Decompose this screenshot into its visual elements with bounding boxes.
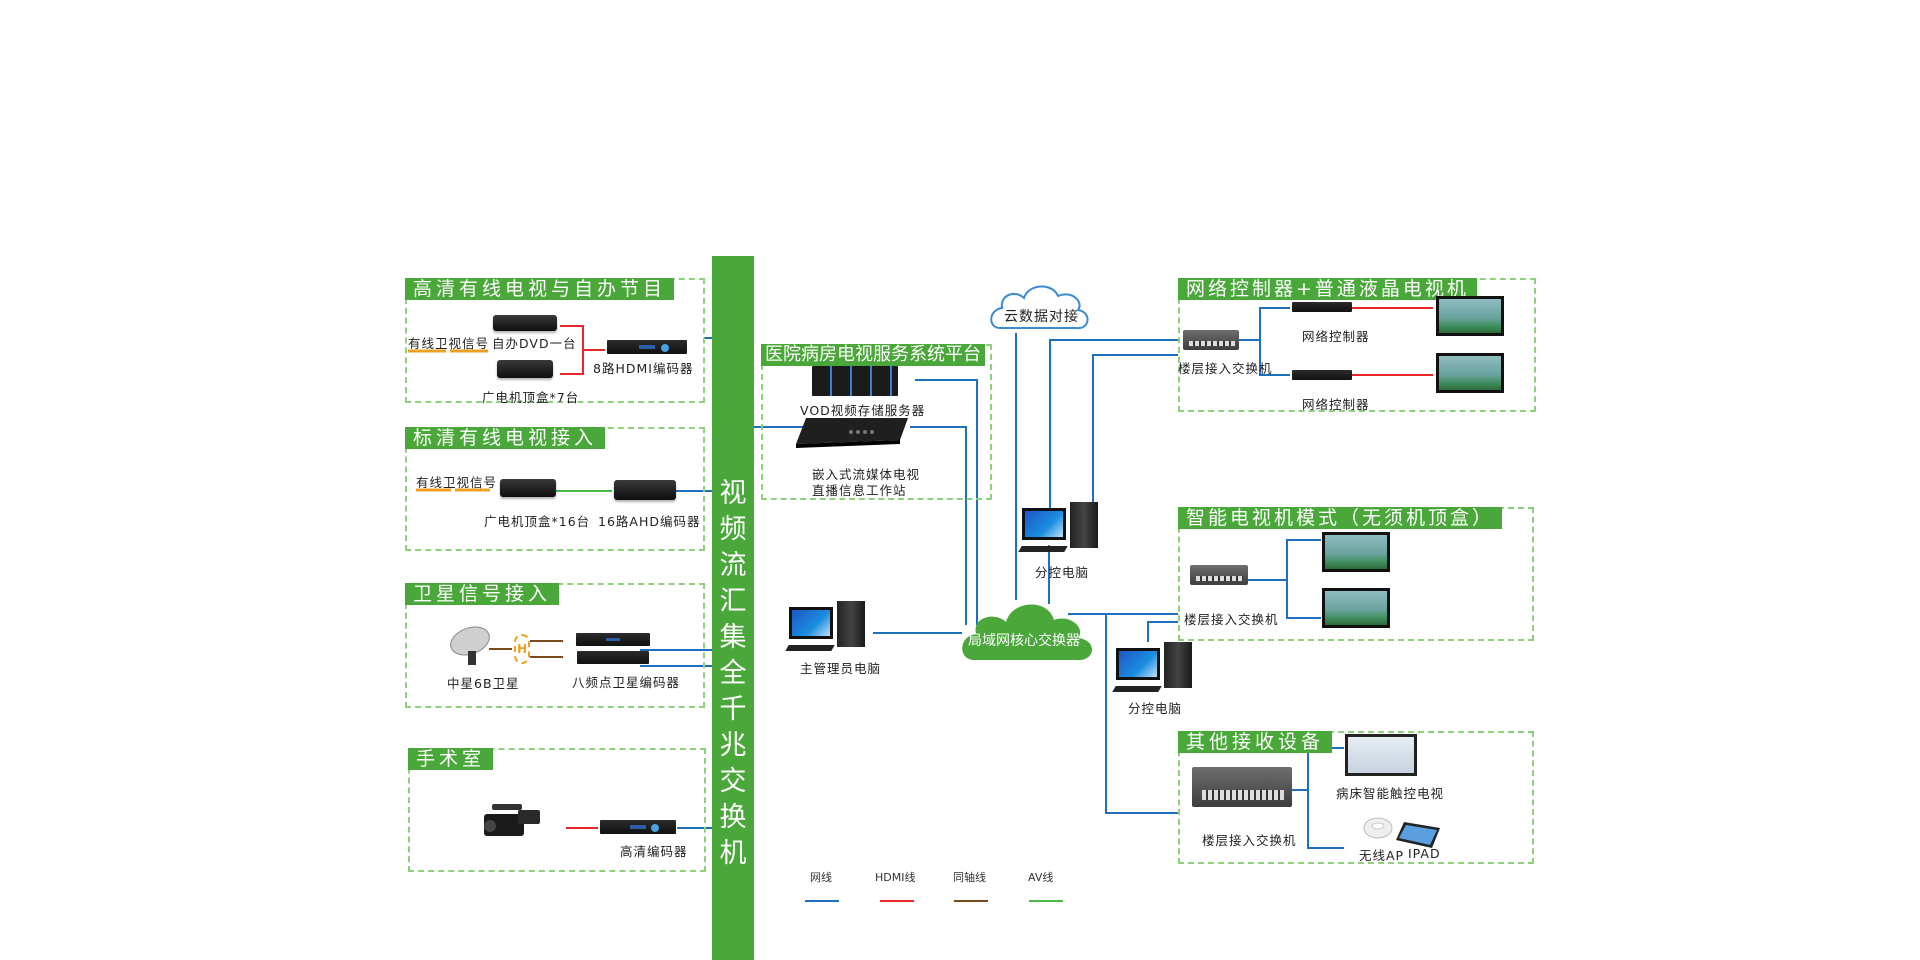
floor-switch-label: 楼层接入交换机: [1184, 612, 1279, 627]
set-top-box-icon: [497, 360, 553, 378]
net-line-sub2: [1147, 621, 1178, 642]
workstation-label-1: 嵌入式流媒体电视: [812, 467, 921, 482]
legend-line-hdmi: [880, 900, 914, 902]
hdmi-encoder-label: 8路HDMI编码器: [593, 361, 694, 376]
net-line-workstation: [910, 426, 967, 625]
sub-computer-label: 分控电脑: [1035, 565, 1090, 580]
rack-encoder-icon: [607, 340, 687, 354]
legend-line-av: [1029, 900, 1063, 902]
hd-encoder-label: 高清编码器: [620, 844, 688, 859]
floor-switch-icon: [1183, 330, 1239, 350]
group-title: 网络控制器+普通液晶电视机: [1178, 278, 1477, 300]
admin-computer-icon: [783, 601, 873, 655]
group-title: 智能电视机模式（无须机顶盒）: [1178, 507, 1503, 529]
cloud-icon: [990, 285, 1089, 330]
ahd-encoder-icon: [614, 480, 676, 500]
group-title: 手术室: [408, 748, 494, 770]
dvd-label: 自办DVD一台: [492, 336, 577, 351]
stb-label: 广电机顶盒*16台: [484, 514, 591, 529]
group-title: 卫星信号接入: [405, 583, 560, 605]
net-line-right3: [1105, 614, 1178, 814]
signal-label: 有线卫视信号: [416, 475, 498, 490]
wireless-ap-label: 无线AP: [1359, 848, 1405, 863]
rack-encoder-icon: [576, 633, 650, 646]
streaming-workstation-icon: [796, 418, 908, 448]
tablet-icon: [1396, 822, 1440, 848]
floor-switch-icon: [1192, 767, 1292, 807]
sub-computer-label: 分控电脑: [1128, 701, 1183, 716]
workstation-label-2: 直播信息工作站: [812, 483, 907, 498]
floor-switch-icon: [1190, 565, 1248, 585]
core-switch-cloud-icon: [962, 604, 1093, 661]
satellite-label: 中星6B卫星: [447, 676, 520, 691]
network-controller-icon: [1292, 302, 1352, 312]
legend-label: AV线: [1028, 871, 1054, 884]
group-platform: 医院病房电视服务系统平台: [761, 344, 992, 500]
storage-server-icon: [812, 366, 898, 396]
group-sd-cable-tv: 标清有线电视接入: [405, 427, 705, 551]
group-hd-cable-tv: 高清有线电视与自办节目: [405, 278, 705, 403]
legend-label: 网线: [810, 871, 832, 884]
legend-line-coax: [954, 900, 988, 902]
group-operating-room: 手术室: [408, 748, 706, 872]
legend-label: HDMI线: [875, 871, 916, 884]
sub-computer-icon: [1016, 502, 1106, 556]
admin-computer-label: 主管理员电脑: [800, 661, 882, 676]
network-controller-icon: [1292, 370, 1352, 380]
satellite-dish-icon: [450, 626, 490, 665]
floor-switch-label: 楼层接入交换机: [1178, 361, 1273, 376]
rack-encoder-icon: [577, 651, 649, 664]
net-line-right1b: [1092, 354, 1178, 520]
group-title: 其他接收设备: [1178, 731, 1333, 753]
backbone-label: 视频流汇集全千兆交换机: [719, 478, 747, 869]
group-other-receivers: 其他接收设备: [1178, 731, 1534, 864]
net-line-right1: [1049, 339, 1178, 520]
sub-computer-icon: [1110, 642, 1200, 696]
smart-tv-icon: [1322, 532, 1390, 572]
legend-line-network: [805, 900, 839, 902]
bedside-touch-tv-icon: [1345, 734, 1417, 776]
dvd-player-icon: [493, 315, 557, 331]
group-network-controller-tv: 网络控制器+普通液晶电视机: [1178, 278, 1536, 412]
floor-switch-label: 楼层接入交换机: [1202, 833, 1297, 848]
controller-label: 网络控制器: [1302, 397, 1370, 412]
legend-label: 同轴线: [953, 871, 986, 884]
core-switch-label: 局域网核心交换器: [968, 633, 1080, 649]
signal-label: 有线卫视信号: [408, 336, 490, 351]
group-title: 医院病房电视服务系统平台: [761, 344, 985, 366]
lcd-tv-icon: [1436, 296, 1504, 336]
controller-label: 网络控制器: [1302, 329, 1370, 344]
bedside-tv-label: 病床智能触控电视: [1336, 786, 1445, 801]
rack-encoder-icon: [600, 820, 676, 834]
group-title: 高清有线电视与自办节目: [405, 278, 675, 300]
backbone-switch: 视频流汇集全千兆交换机: [712, 256, 754, 960]
cloud-data-label: 云数据对接: [1004, 309, 1079, 325]
stb-label: 广电机顶盒*7台: [482, 390, 580, 405]
ahd-encoder-label: 16路AHD编码器: [598, 514, 701, 529]
group-title: 标清有线电视接入: [405, 427, 606, 449]
satellite-encoder-label: 八频点卫星编码器: [572, 675, 681, 690]
group-satellite: 卫星信号接入: [405, 583, 705, 708]
net-line-vod: [915, 379, 978, 625]
vod-server-label: VOD视频存储服务器: [800, 403, 926, 418]
lcd-tv-icon: [1436, 353, 1504, 393]
splitter-icon: H: [514, 634, 530, 664]
group-smart-tv: 智能电视机模式（无须机顶盒）: [1178, 507, 1534, 641]
set-top-box-icon: [500, 479, 556, 497]
video-camera-icon: [484, 804, 540, 836]
wireless-ap-icon: [1363, 817, 1393, 839]
smart-tv-icon: [1322, 588, 1390, 628]
tablet-label: IPAD: [1408, 846, 1441, 861]
